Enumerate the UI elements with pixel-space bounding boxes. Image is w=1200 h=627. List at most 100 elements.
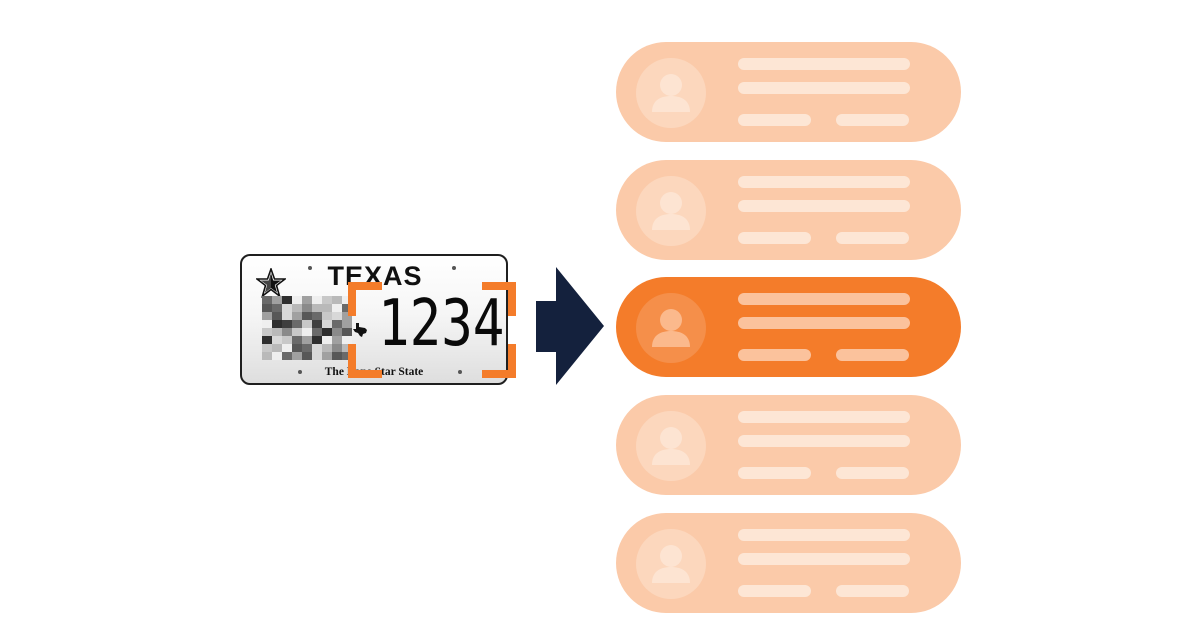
record-text-line (738, 529, 910, 541)
pixel-cell (322, 312, 332, 320)
pixel-cell (332, 336, 342, 344)
pixel-cell (342, 304, 352, 312)
record-text-short (836, 467, 909, 479)
star-icon (256, 268, 286, 298)
pixel-cell (262, 304, 272, 312)
pixel-cell (262, 328, 272, 336)
record-text-short (738, 114, 811, 126)
pixel-cell (282, 304, 292, 312)
pixel-cell (282, 296, 292, 304)
pixel-cell (312, 312, 322, 320)
plate-number: 1234 (378, 287, 505, 361)
pixel-cell (282, 328, 292, 336)
record-card (616, 42, 961, 142)
pixel-cell (342, 312, 352, 320)
user-icon (652, 74, 690, 112)
user-icon (652, 545, 690, 583)
pixel-cell (302, 328, 312, 336)
pixel-cell (342, 344, 352, 352)
pixel-cell (332, 344, 342, 352)
pixel-cell (272, 328, 282, 336)
scan-corner-bottom-left (348, 344, 382, 378)
pixel-cell (272, 320, 282, 328)
pixel-cell (292, 352, 302, 360)
pixel-cell (332, 296, 342, 304)
user-icon (652, 309, 690, 347)
record-text-short (836, 232, 909, 244)
pixel-cell (342, 352, 352, 360)
pixel-cell (272, 304, 282, 312)
pixel-cell (322, 304, 332, 312)
avatar (636, 293, 706, 363)
pixel-cell (302, 320, 312, 328)
record-text-short (836, 349, 909, 361)
blurred-plate-characters (262, 296, 352, 360)
pixel-cell (292, 328, 302, 336)
plate-bolt (308, 266, 312, 270)
record-text-short (738, 232, 811, 244)
record-text-short (836, 585, 909, 597)
pixel-cell (292, 304, 302, 312)
record-card-highlighted (616, 277, 961, 377)
pixel-cell (312, 320, 322, 328)
pixel-cell (272, 344, 282, 352)
record-text-line (738, 82, 910, 94)
pixel-cell (322, 320, 332, 328)
scan-corner-top-left (348, 282, 382, 316)
record-text-short (836, 114, 909, 126)
pixel-cell (342, 320, 352, 328)
pixel-cell (262, 312, 272, 320)
pixel-cell (332, 304, 342, 312)
pixel-cell (282, 352, 292, 360)
pixel-cell (332, 312, 342, 320)
pixel-cell (332, 328, 342, 336)
pixel-cell (282, 312, 292, 320)
pixel-cell (272, 336, 282, 344)
record-card (616, 513, 961, 613)
pixel-cell (342, 328, 352, 336)
user-icon (652, 192, 690, 230)
pixel-cell (272, 296, 282, 304)
record-text-short (738, 467, 811, 479)
pixel-cell (342, 336, 352, 344)
pixel-cell (302, 352, 312, 360)
pixel-cell (312, 336, 322, 344)
pixel-cell (282, 336, 292, 344)
pixel-cell (262, 336, 272, 344)
texas-shape-icon (353, 323, 367, 337)
pixel-cell (332, 320, 342, 328)
pixel-cell (322, 336, 332, 344)
record-card (616, 160, 961, 260)
record-text-line (738, 176, 910, 188)
pixel-cell (302, 344, 312, 352)
record-text-line (738, 200, 910, 212)
license-plate: TEXAS 1234 The Lone Star State (240, 254, 508, 385)
plate-bolt (458, 370, 462, 374)
pixel-cell (332, 352, 342, 360)
avatar (636, 176, 706, 246)
pixel-cell (272, 312, 282, 320)
pixel-cell (292, 296, 302, 304)
pixel-cell (282, 344, 292, 352)
record-card (616, 395, 961, 495)
record-text-short (738, 349, 811, 361)
scan-corner-bottom-right (482, 344, 516, 378)
pixel-cell (302, 296, 312, 304)
pixel-cell (312, 296, 322, 304)
pixel-cell (312, 304, 322, 312)
pixel-cell (292, 344, 302, 352)
pixel-cell (262, 352, 272, 360)
avatar (636, 58, 706, 128)
pixel-cell (302, 312, 312, 320)
pixel-cell (322, 328, 332, 336)
record-text-line (738, 411, 910, 423)
pixel-cell (292, 312, 302, 320)
record-text-line (738, 435, 910, 447)
pixel-cell (282, 320, 292, 328)
pixel-cell (342, 296, 352, 304)
avatar (636, 411, 706, 481)
pixel-cell (302, 304, 312, 312)
record-text-line (738, 317, 910, 329)
arrow-right-icon (536, 267, 604, 385)
pixel-cell (262, 320, 272, 328)
